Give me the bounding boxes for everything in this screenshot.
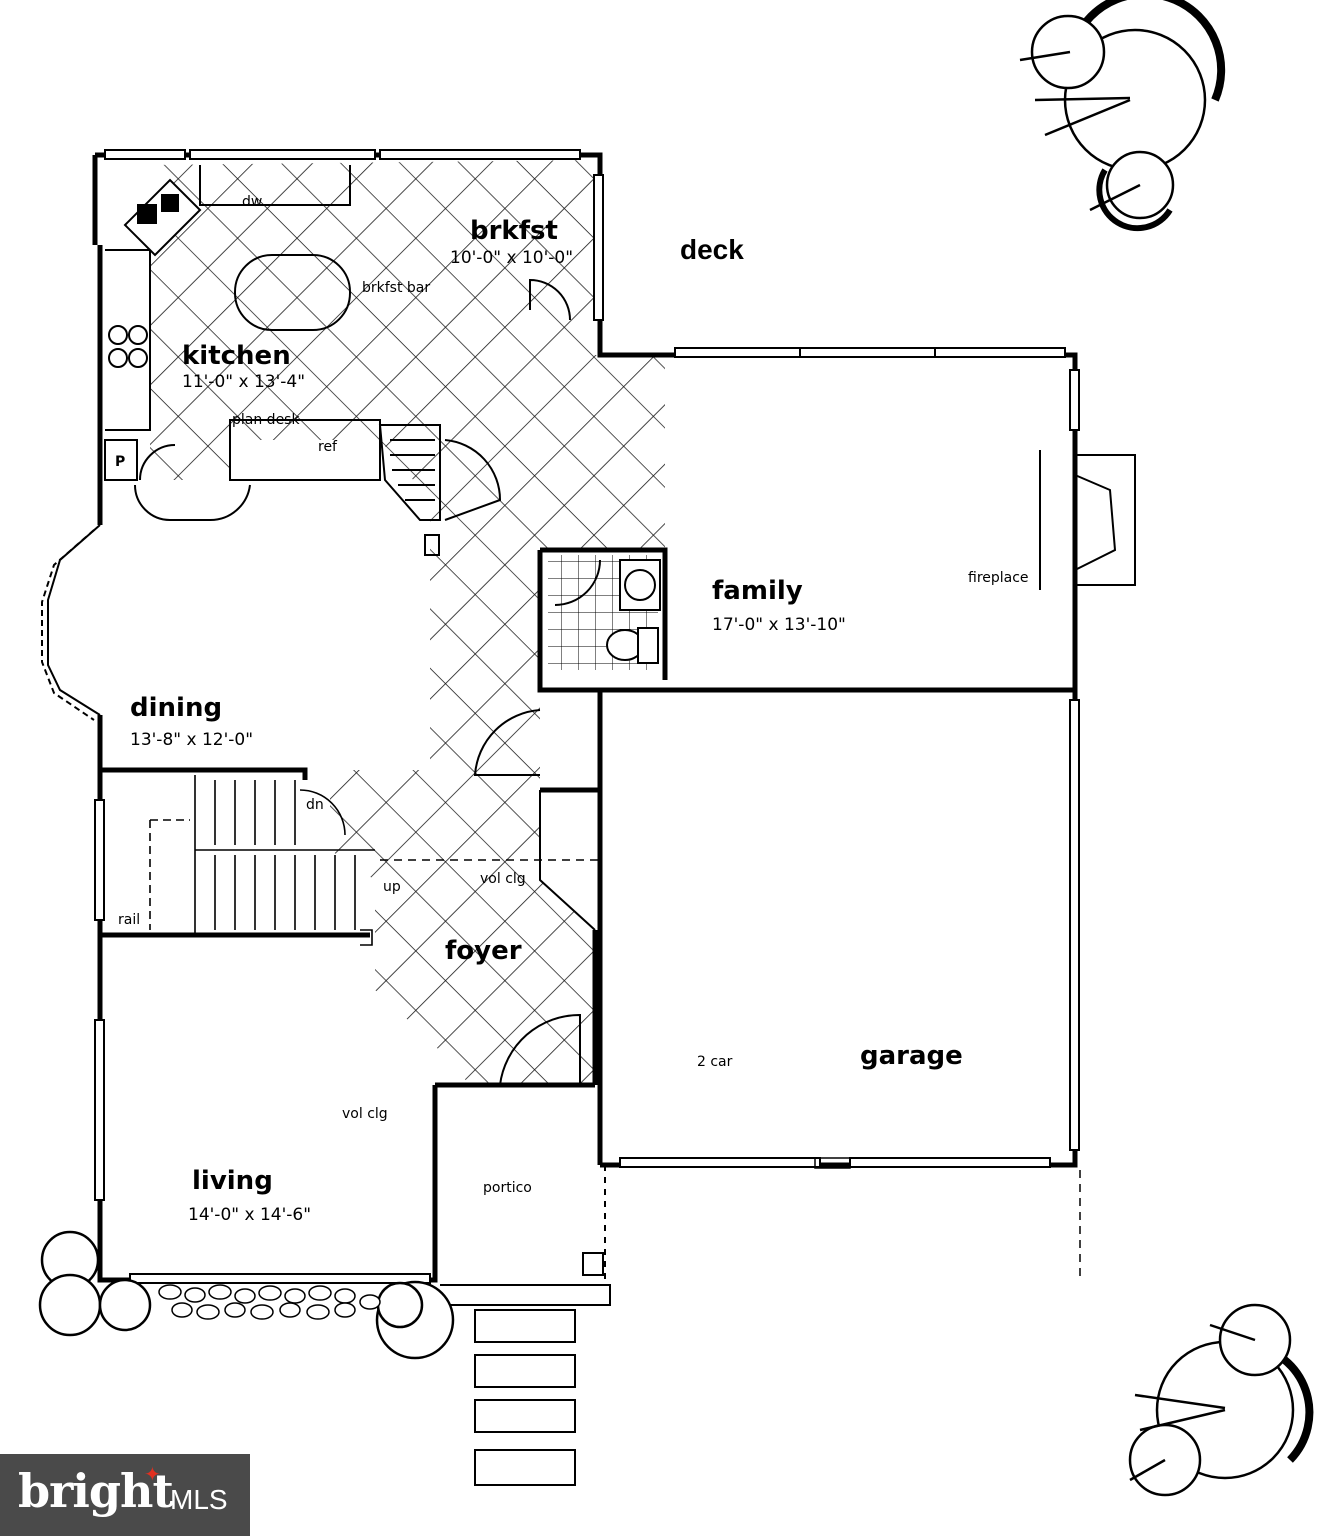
ground-cover-stones: [158, 1284, 381, 1320]
dining-label: dining: [130, 693, 223, 723]
kitchen-dimensions: 11'-0" x 13'-4": [182, 372, 306, 392]
foyer-tile-floor: [330, 770, 595, 1085]
rear-stair: [378, 424, 502, 556]
foyer-vol-clg-label: vol clg: [480, 871, 526, 887]
dining-dimensions: 13'-8" x 12'-0": [130, 730, 254, 750]
brkfst-bar-label: brkfst bar: [362, 280, 431, 296]
rail-label: rail: [118, 912, 141, 928]
stair-down-label: dn: [306, 797, 324, 813]
logo-accent-icon: ✦: [144, 1462, 161, 1486]
kitchen-label: kitchen: [182, 341, 291, 371]
entry-door: [499, 790, 596, 1086]
garage-capacity-label: 2 car: [697, 1054, 733, 1070]
stair-up-label: up: [383, 879, 401, 895]
kitchen-tile-floor: [150, 160, 665, 770]
portico-label: portico: [483, 1180, 532, 1196]
living-dimensions: 14'-0" x 14'-6": [188, 1205, 312, 1225]
brkfst-label: brkfst: [470, 216, 558, 246]
fireplace-label: fireplace: [968, 570, 1029, 586]
shrub-cluster-top-right: [1019, 0, 1226, 232]
shrubs-front: [38, 1230, 455, 1360]
family-dimensions: 17'-0" x 13'-10": [712, 615, 846, 635]
shrub-cluster-bottom-right: [1128, 1303, 1314, 1497]
living-label: living: [192, 1166, 273, 1196]
deck-label: deck: [680, 234, 744, 265]
powder-room: [554, 559, 661, 664]
kitchen-doors: [134, 278, 571, 522]
logo-suffix-text: MLS: [170, 1484, 228, 1515]
family-label: family: [712, 576, 803, 606]
fireplace: [1039, 450, 1136, 590]
main-stair: [149, 775, 600, 946]
kitchen-counters: [105, 165, 381, 481]
cooktop-icon: [108, 325, 148, 368]
garage-label: garage: [860, 1041, 963, 1071]
portico: [440, 1165, 611, 1486]
dishwasher-label: dw: [242, 194, 263, 210]
pantry: [104, 439, 176, 481]
exterior-walls: [92, 152, 1078, 1283]
closet-door: [473, 709, 541, 776]
dining-bay-window: [41, 524, 101, 721]
foyer-label: foyer: [445, 936, 522, 966]
living-vol-clg-label: vol clg: [342, 1106, 388, 1122]
bright-mls-logo: bright ✦ MLS: [0, 1454, 250, 1536]
pantry-label: P: [115, 454, 126, 470]
plan-desk-label: plan desk: [232, 412, 300, 428]
windows: [94, 149, 1080, 1284]
ref-label: ref: [318, 439, 337, 455]
logo-brand-text: bright: [18, 1464, 174, 1518]
garage-door-line: [814, 1157, 1081, 1280]
brkfst-dimensions: 10'-0" x 10'-0": [450, 248, 574, 268]
